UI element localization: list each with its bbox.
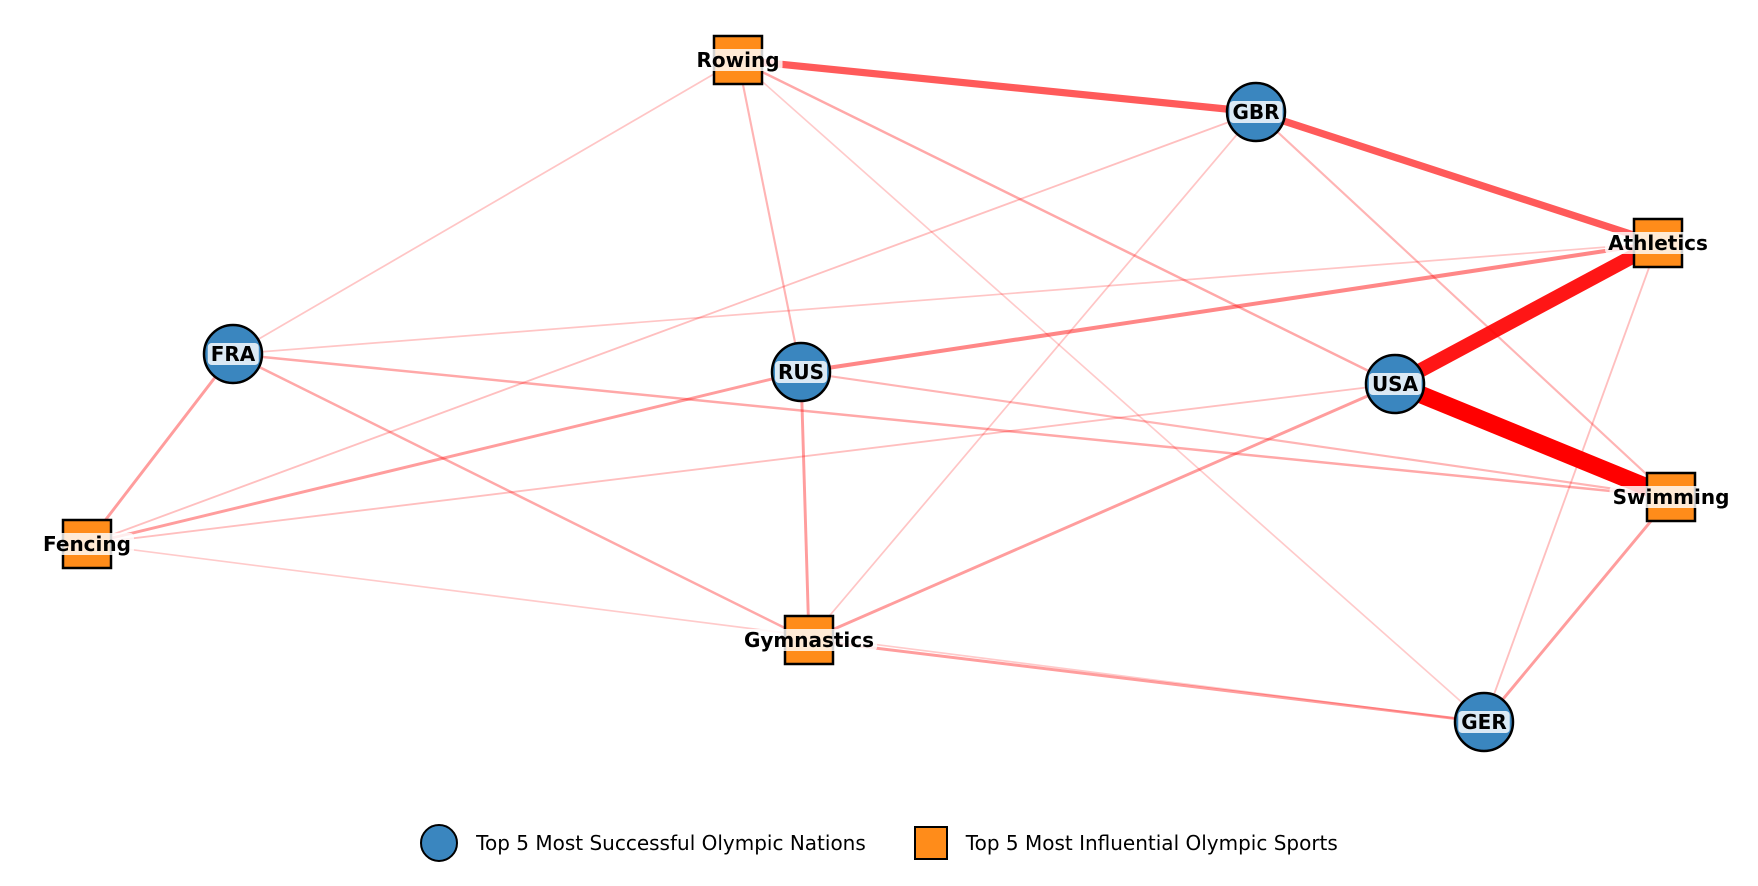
node-label: USA [1372, 372, 1419, 396]
node-label: Rowing [696, 48, 779, 72]
node-rus: RUS [770, 341, 832, 403]
edge-rus-rowing [736, 59, 803, 373]
node-swimming: Swimming [1609, 471, 1733, 523]
legend-sport-label: Top 5 Most Influential Olympic Sports [965, 831, 1338, 855]
legend: Top 5 Most Successful Olympic Nations To… [0, 818, 1758, 868]
node-label-background [1458, 711, 1510, 733]
node-label: FRA [211, 342, 256, 366]
node-fencing: Fencing [40, 518, 134, 570]
node-label: Athletics [1608, 231, 1708, 255]
node-label: Swimming [1613, 485, 1730, 509]
sport-marker-icon [913, 826, 948, 860]
node-label-background [40, 533, 134, 555]
edge-usa-gymnastics [808, 382, 1396, 642]
node-label-background [693, 49, 783, 71]
node-label-background [1368, 373, 1422, 395]
node-label-background [1609, 486, 1733, 508]
edge-rus-fencing [86, 370, 802, 546]
node-ger: GER [1453, 691, 1515, 753]
edge-usa-athletics [1391, 236, 1662, 391]
edge-rus-athletics [800, 240, 1659, 375]
node-label: Fencing [43, 532, 131, 556]
node-usa: USA [1364, 353, 1426, 415]
edge-gbr-rowing [737, 56, 1257, 116]
edge-fra-fencing [85, 353, 235, 545]
node-gbr: GBR [1225, 81, 1287, 143]
edge-gbr-gymnastics [808, 111, 1257, 641]
node-athletics: Athletics [1605, 217, 1711, 269]
node-label-background [207, 343, 259, 365]
node-fra: FRA [202, 323, 264, 385]
edge-fra-swimming [232, 352, 1672, 499]
edge-gbr-fencing [86, 111, 1257, 545]
node-label-background [774, 361, 828, 383]
node-label-background [740, 629, 878, 651]
edge-fra-gymnastics [232, 352, 810, 642]
node-label: RUS [778, 360, 824, 384]
nation-marker-icon [420, 824, 459, 862]
edge-fra-rowing [232, 59, 739, 355]
edges-layer [85, 56, 1675, 724]
edge-gbr-swimming [1255, 111, 1672, 498]
edge-usa-fencing [86, 383, 1396, 545]
edge-ger-athletics [1483, 242, 1659, 723]
edge-ger-swimming [1482, 496, 1673, 723]
legend-item-sports: Top 5 Most Influential Olympic Sports [913, 826, 1338, 860]
node-label: Gymnastics [744, 628, 874, 652]
edge-ger-rowing [737, 59, 1485, 723]
node-label: GBR [1232, 100, 1279, 124]
edge-usa-rowing [737, 58, 1396, 386]
node-rowing: Rowing [693, 34, 783, 86]
node-label-background [1605, 232, 1711, 254]
node-label: GER [1461, 710, 1506, 734]
edge-fra-athletics [232, 242, 1659, 355]
node-gymnastics: Gymnastics [740, 614, 878, 666]
legend-nation-label: Top 5 Most Successful Olympic Nations [476, 831, 866, 855]
edge-rus-swimming [800, 370, 1672, 499]
edge-rus-gymnastics [799, 371, 811, 641]
edge-ger-gymnastics [808, 638, 1485, 724]
edge-gbr-athletics [1254, 108, 1660, 247]
node-label-background [1229, 101, 1283, 123]
legend-item-nations: Top 5 Most Successful Olympic Nations [420, 824, 866, 862]
edge-usa-swimming [1391, 375, 1675, 506]
